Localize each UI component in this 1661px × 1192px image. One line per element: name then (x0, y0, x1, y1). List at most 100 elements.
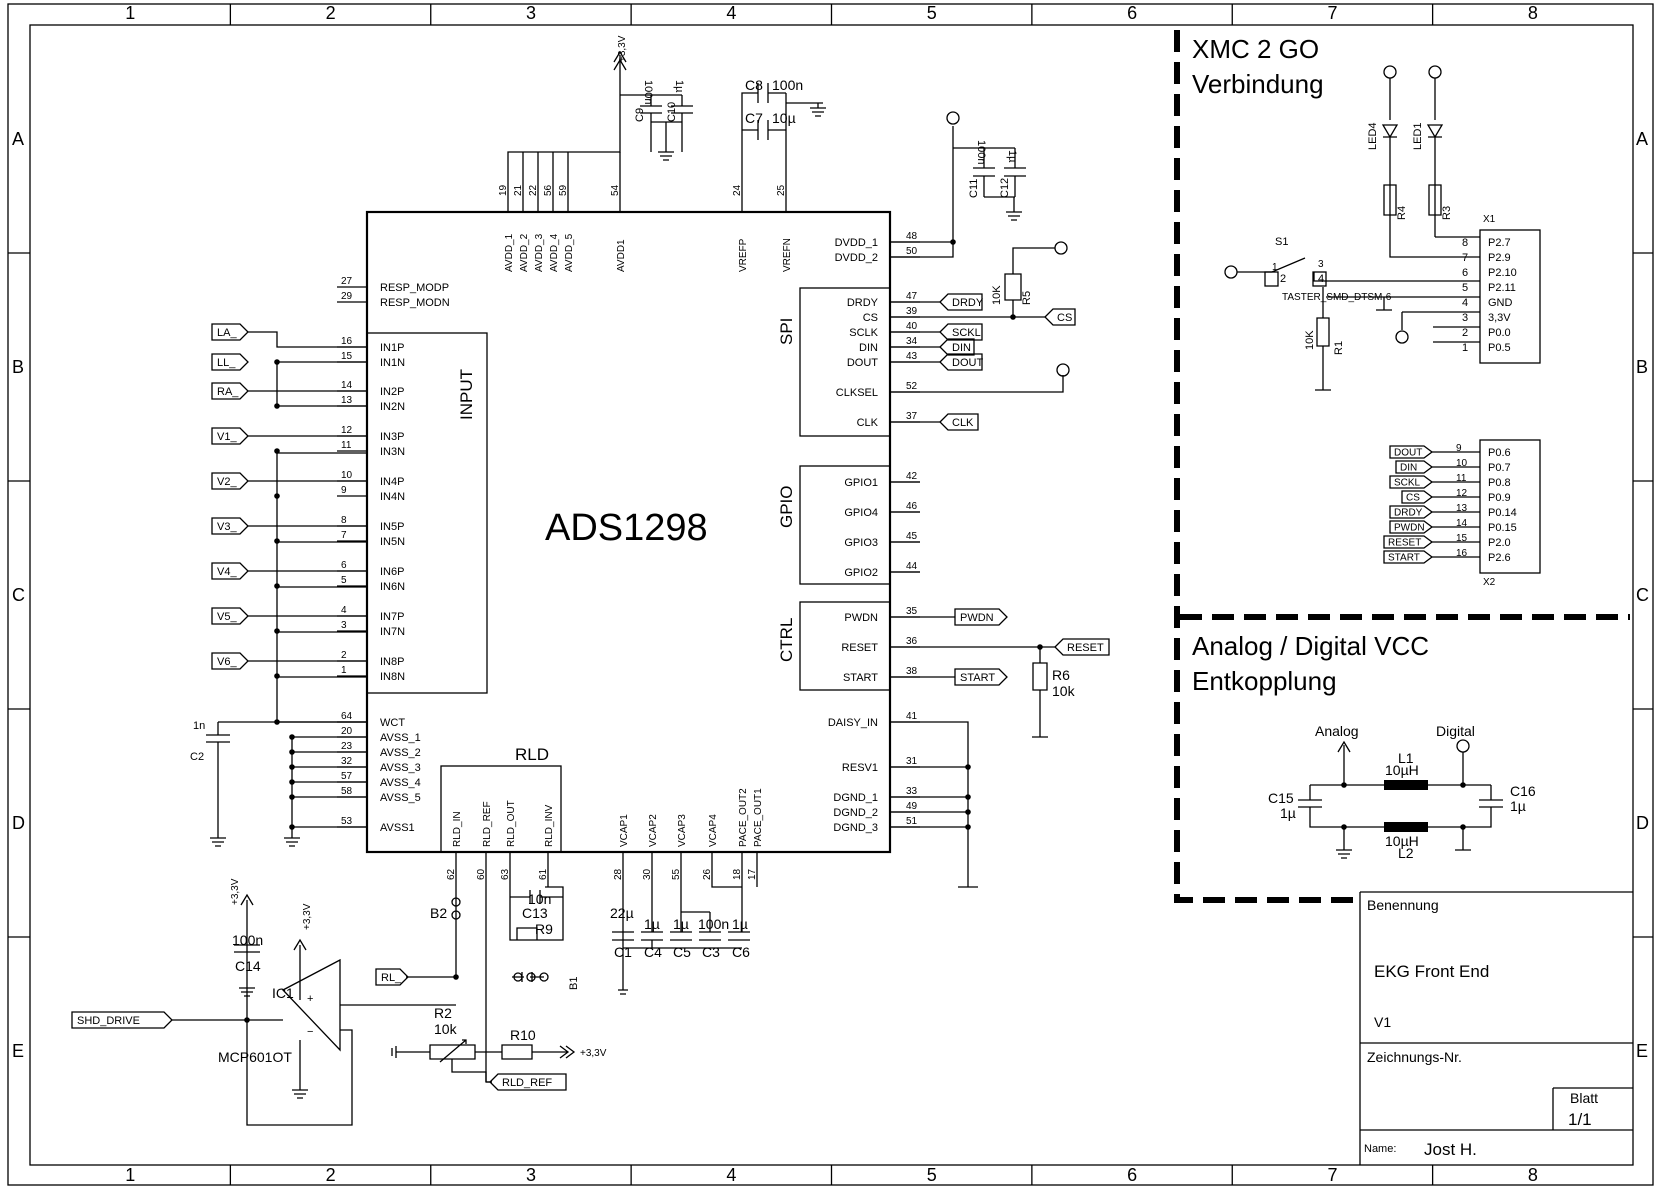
net-flag-label: START (960, 672, 995, 684)
bottom-pin-name: RLD_IN (452, 811, 463, 847)
b1-ref: B1 (568, 977, 580, 990)
name-label: Name: (1364, 1143, 1396, 1155)
c1-value: 22µ (610, 905, 634, 921)
rld-block-label: RLD (515, 745, 549, 764)
bottom-pin-number: 55 (671, 868, 682, 880)
bottom-pin-name: VCAP4 (708, 814, 719, 847)
net-flag-label: RL_ (381, 972, 402, 984)
x2-net-label: CS (1406, 493, 1420, 504)
bottom-pin-name: VCAP2 (648, 814, 659, 847)
frame-col-label: 7 (1327, 1165, 1337, 1185)
net-flag (1383, 550, 1434, 564)
right-pin-number: 41 (906, 711, 918, 722)
ic1-ref: IC1 (272, 985, 294, 1001)
input-block-label: INPUT (457, 369, 476, 420)
left-pin-name: WCT (380, 717, 405, 729)
net-flag (939, 338, 975, 356)
net-flag-label: RLD_REF (502, 1077, 552, 1089)
blatt-label: Blatt (1570, 1090, 1598, 1106)
net-flag (211, 607, 249, 625)
ctrl-block (799, 601, 891, 691)
net-flag (1389, 445, 1434, 459)
top-pin-name: VREFP (738, 238, 749, 272)
frame-col-label: 8 (1528, 3, 1538, 23)
vref-caps: C8 100n C7 10µ (741, 77, 826, 212)
net-flag-label: LA_ (217, 327, 237, 339)
vcc-decoupling: Analog / Digital VCC Entkopplung Analog … (1192, 631, 1536, 861)
bottom-pin-name: VCAP3 (677, 814, 688, 847)
left-pin-name: IN4N (380, 491, 405, 503)
right-pin-name: DGND_3 (833, 822, 878, 834)
x1-pin-name: P2.10 (1488, 267, 1517, 279)
bottom-pin-name: PACE_OUT2 (738, 788, 749, 847)
x1-pin-number: 1 (1462, 342, 1468, 354)
left-pin-name: IN3P (380, 431, 404, 443)
svg-text:1: 1 (1272, 262, 1278, 273)
net-flag (1389, 520, 1434, 534)
left-pin-name: IN8N (380, 671, 405, 683)
svg-text:2: 2 (1280, 273, 1286, 285)
frame-row-label: E (12, 1041, 24, 1061)
right-pin-number: 49 (906, 801, 918, 812)
left-pin-name: RESP_MODN (380, 297, 450, 309)
ctrl-block-label: CTRL (777, 618, 796, 662)
net-flag (1395, 460, 1434, 474)
right-pin-name: START (843, 672, 878, 684)
l1-value: 10µH (1385, 762, 1419, 778)
right-pin-number: 45 (906, 531, 918, 542)
c12-value: 1µ (1006, 150, 1018, 163)
benennung-label: Benennung (1367, 897, 1439, 913)
left-pin-number: 1 (341, 665, 347, 676)
x2-pin-number: 14 (1456, 518, 1468, 529)
rld-network: 10n C13 R9 B2 B1 (406, 852, 580, 1083)
top-pin-number: 56 (543, 184, 554, 196)
net-flag (939, 293, 983, 311)
top-pin-name: AVDD_2 (519, 233, 530, 272)
net-flag (375, 968, 409, 986)
avdd-supply-label: +3,3V (617, 35, 628, 62)
left-pin-number: 15 (341, 351, 353, 362)
frame-col-label: 5 (927, 3, 937, 23)
top-pin-number: 25 (776, 184, 787, 196)
top-pin-number: 21 (513, 184, 524, 196)
net-flag-label: PWDN (960, 612, 994, 624)
gpio-block-label: GPIO (777, 485, 796, 528)
ads1298-chip: ADS1298 INPUT SPI GPIO CTRL RLD 27RESP_M… (337, 184, 920, 880)
x1-pin-name: P2.9 (1488, 252, 1511, 264)
frame-col-label: 2 (326, 1165, 336, 1185)
x2-pin-number: 16 (1456, 548, 1468, 559)
right-pin-name: DOUT (847, 357, 878, 369)
x2-connector (1479, 439, 1541, 574)
net-flag (954, 668, 1008, 686)
benennung-value: EKG Front End (1374, 962, 1489, 981)
net-flag-label: RA_ (217, 386, 239, 398)
x2-pin-name: P0.15 (1488, 522, 1517, 534)
right-pin-name: DGND_2 (833, 807, 878, 819)
left-pin-name: IN6N (380, 581, 405, 593)
vcc-subtitle: Entkopplung (1192, 666, 1337, 696)
net-flag (211, 562, 249, 580)
right-pin-name: RESV1 (842, 762, 878, 774)
frame-col-label: 2 (326, 3, 336, 23)
left-pin-number: 23 (341, 741, 353, 752)
left-pin-name: RESP_MODP (380, 282, 449, 294)
left-pin-number: 11 (341, 440, 352, 451)
top-pin-number: 22 (528, 184, 539, 196)
x2-pin-number: 12 (1456, 488, 1468, 499)
left-pin-number: 13 (341, 395, 353, 406)
left-pin-number: 14 (341, 380, 353, 391)
r9-ref: R9 (535, 921, 553, 937)
x2-ref: X2 (1483, 577, 1496, 588)
bottom-pin-number: 17 (747, 868, 758, 880)
right-pin-name: GPIO1 (844, 477, 878, 489)
x1-pin-name: P0.5 (1488, 342, 1511, 354)
c11-value: 100n (975, 140, 987, 164)
top-pin-number: 19 (498, 184, 509, 196)
c15-ref: C15 (1268, 790, 1294, 806)
left-pin-number: 2 (341, 650, 347, 661)
c15-value: 1µ (1280, 805, 1296, 821)
frame-row-label: B (1636, 357, 1648, 377)
frame-col-label: 1 (125, 1165, 135, 1185)
